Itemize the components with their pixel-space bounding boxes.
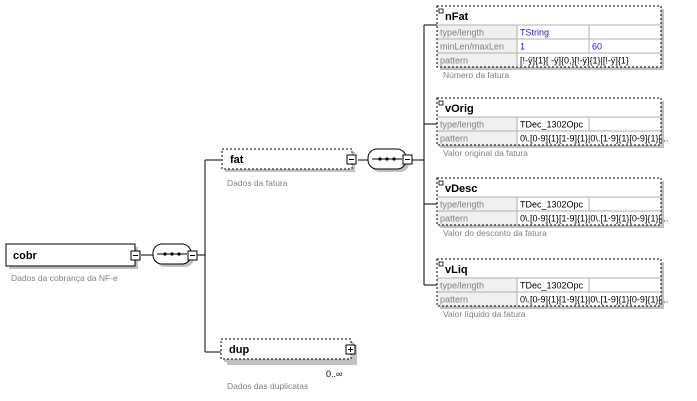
field-name: nFat: [445, 11, 469, 23]
attr-label: pattern: [440, 56, 468, 66]
attr-label: pattern: [440, 134, 468, 144]
attr-value: 1: [520, 42, 525, 52]
attr-value: TDec_1302Opc: [520, 200, 584, 210]
sequence-compositor-icon: [152, 243, 194, 267]
attr-label: type/length: [440, 200, 484, 210]
collapse-minus-icon[interactable]: [346, 154, 357, 165]
expand-plus-icon[interactable]: [345, 344, 356, 355]
field-annotation: Valor original da fatura: [443, 148, 528, 158]
collapse-minus-icon[interactable]: [402, 154, 413, 165]
dup-annotation: Dados das duplicatas: [227, 381, 308, 391]
collapse-minus-icon[interactable]: [130, 250, 141, 261]
attr-label: type/length: [440, 28, 484, 38]
attr-label: pattern: [440, 214, 468, 224]
cobr-name: cobr: [13, 250, 38, 262]
field-list: nFat type/length TString minLen/maxLen 1 60 pa…: [436, 5, 668, 319]
field-annotation: Valor do desconto da fatura: [443, 228, 547, 238]
attr-value: TDec_1302Opc: [520, 281, 584, 291]
element-dup[interactable]: dup: [220, 338, 357, 365]
field-name: vDesc: [445, 183, 477, 195]
attr-value: TString: [520, 28, 549, 38]
field-name: vLiq: [445, 264, 468, 276]
cobr-annotation: Dados da cobrança da NF-e: [11, 273, 118, 283]
element-cobr[interactable]: cobr: [5, 243, 141, 269]
field-nFat[interactable]: nFat type/length TString minLen/maxLen 1 60 pa…: [436, 5, 664, 70]
attr-value: 0\.[0-9]{1}[1-9]{1}|0\.[1-9]{1}[0-9]{1}|…: [520, 214, 668, 224]
element-marker-icon: [438, 8, 444, 14]
dup-occurrence: 0..∞: [326, 369, 342, 379]
field-annotation: Valor líquido da fatura: [443, 309, 526, 319]
collapse-minus-icon[interactable]: [187, 250, 198, 261]
element-marker-icon: [438, 261, 444, 267]
field-annotation: Número da fatura: [443, 70, 509, 80]
element-marker-icon: [438, 100, 444, 106]
attr-label: minLen/maxLen: [440, 42, 504, 52]
attr-value: 0\.[0-9]{1}[1-9]{1}|0\.[1-9]{1}[0-9]{1}|…: [520, 134, 668, 144]
element-fat[interactable]: fat: [221, 148, 357, 172]
sequence-compositor-icon: [367, 148, 409, 172]
dup-name: dup: [229, 344, 249, 356]
attr-label: type/length: [440, 281, 484, 291]
attr-value: TDec_1302Opc: [520, 120, 584, 130]
connectors: [141, 24, 437, 353]
attr-label: pattern: [440, 295, 468, 305]
attr-label: type/length: [440, 120, 484, 130]
attr-value: 0\.[0-9]{1}[1-9]{1}|0\.[1-9]{1}[0-9]{1}|…: [520, 295, 668, 305]
element-marker-icon: [438, 180, 444, 186]
fat-annotation: Dados da fatura: [227, 178, 288, 188]
attr-value: [!-ÿ]{1}[ -ÿ]{0,}[!-ÿ]{1}|[!-ÿ]{1}: [520, 56, 629, 66]
fat-name: fat: [230, 154, 244, 166]
attr-value: 60: [592, 42, 602, 52]
field-name: vOrig: [445, 103, 474, 115]
